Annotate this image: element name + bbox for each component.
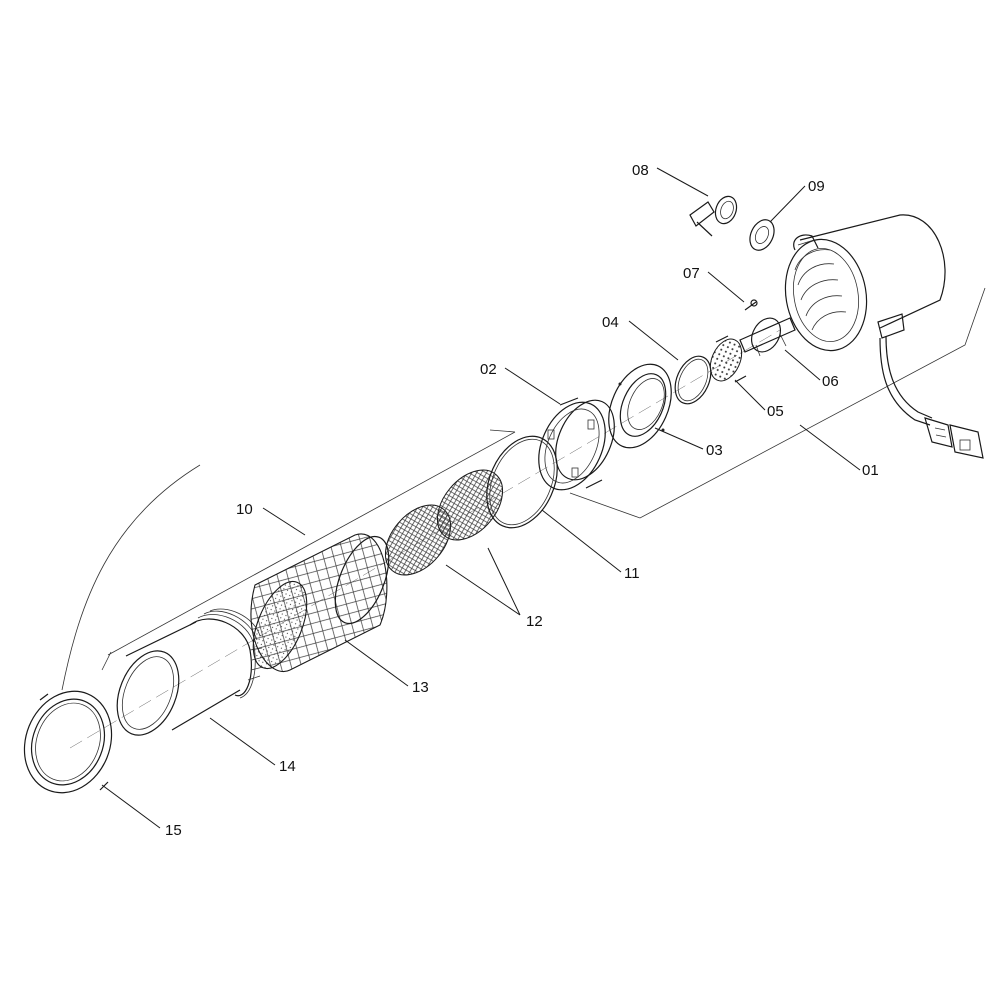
callout-11: 11 (624, 565, 640, 582)
callout-10: 10 (236, 501, 253, 518)
part-06-bracket (739, 317, 796, 357)
part-13-mesh-basket (250, 533, 390, 673)
callout-labels: 08 09 07 04 02 06 05 03 01 10 11 12 13 1… (165, 162, 879, 839)
wire (61, 464, 201, 691)
part-09-washer (749, 219, 775, 251)
part-14-threaded-sleeve (116, 608, 265, 736)
part-15-end-ring (23, 690, 113, 794)
callout-03: 03 (706, 442, 723, 459)
callout-08: 08 (632, 162, 649, 179)
assembly-envelope (101, 287, 986, 671)
part-03-flange (608, 363, 672, 449)
part-12-mesh-screens (384, 469, 504, 576)
callout-09: 09 (808, 178, 825, 195)
part-04-small-o-ring (674, 355, 712, 405)
callout-13: 13 (412, 679, 429, 696)
callout-14: 14 (279, 758, 296, 775)
part-05-perforated-disc (709, 335, 747, 383)
callout-06: 06 (822, 373, 839, 390)
callout-01: 01 (862, 462, 879, 479)
callout-02: 02 (480, 361, 497, 378)
part-02-retaining-ring (538, 397, 615, 491)
part-11-o-ring (486, 435, 558, 529)
callout-12: 12 (526, 613, 543, 630)
leader-lines (101, 167, 861, 829)
part-01-main-body (784, 214, 984, 459)
part-07-screw (744, 299, 758, 311)
callout-04: 04 (602, 314, 619, 331)
callout-05: 05 (767, 403, 784, 420)
part-08-clip (689, 195, 738, 237)
callout-07: 07 (683, 265, 700, 282)
callout-15: 15 (165, 822, 182, 839)
